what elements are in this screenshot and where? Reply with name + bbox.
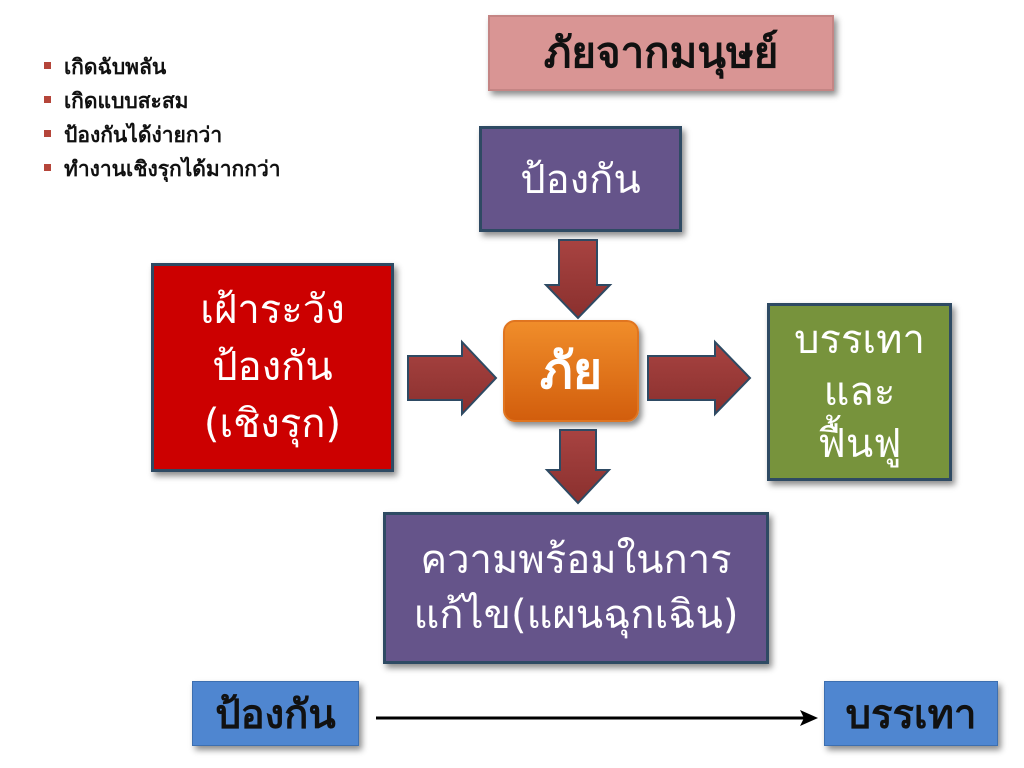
bullet-item: เกิดฉับพลัน [42,50,281,84]
arrow-right-left [407,339,498,417]
preparedness-box: ความพร้อมในการ แก้ไข(แผนฉุกเฉิน) [383,512,769,664]
preparedness-line: ความพร้อมในการ [420,537,732,583]
surveillance-line: เฝ้าระวัง [200,287,345,333]
hazard-box: ภัย [503,320,639,422]
bullet-list: เกิดฉับพลัน เกิดแบบสะสม ป้องกันได้ง่ายกว… [42,50,281,186]
arrow-down-top [543,239,613,320]
scale-end-label: บรรเทา [824,681,998,746]
surveillance-box: เฝ้าระวัง ป้องกัน (เชิงรุก) [151,263,394,472]
surveillance-line: (เชิงรุก) [203,401,342,447]
arrow-right-right [647,339,752,417]
scale-start-label: ป้องกัน [192,681,359,746]
prevention-box: ป้องกัน [479,126,682,232]
mitigation-line: และ [823,369,896,415]
mitigation-box: บรรเทา และ ฟื้นฟู [767,303,952,481]
preparedness-line: แก้ไข(แผนฉุกเฉิน) [413,592,739,638]
mitigation-line: บรรเทา [794,317,925,363]
bullet-item: เกิดแบบสะสม [42,84,281,118]
bullet-item: ป้องกันได้ง่ายกว่า [42,118,281,152]
bullet-item: ทำงานเชิงรุกได้มากกว่า [42,152,281,186]
mitigation-line: ฟื้นฟู [817,421,902,467]
timeline-arrowhead [800,710,818,726]
title-box: ภัยจากมนุษย์ [488,15,834,91]
surveillance-line: ป้องกัน [212,344,333,390]
arrow-down-bottom [544,429,612,505]
